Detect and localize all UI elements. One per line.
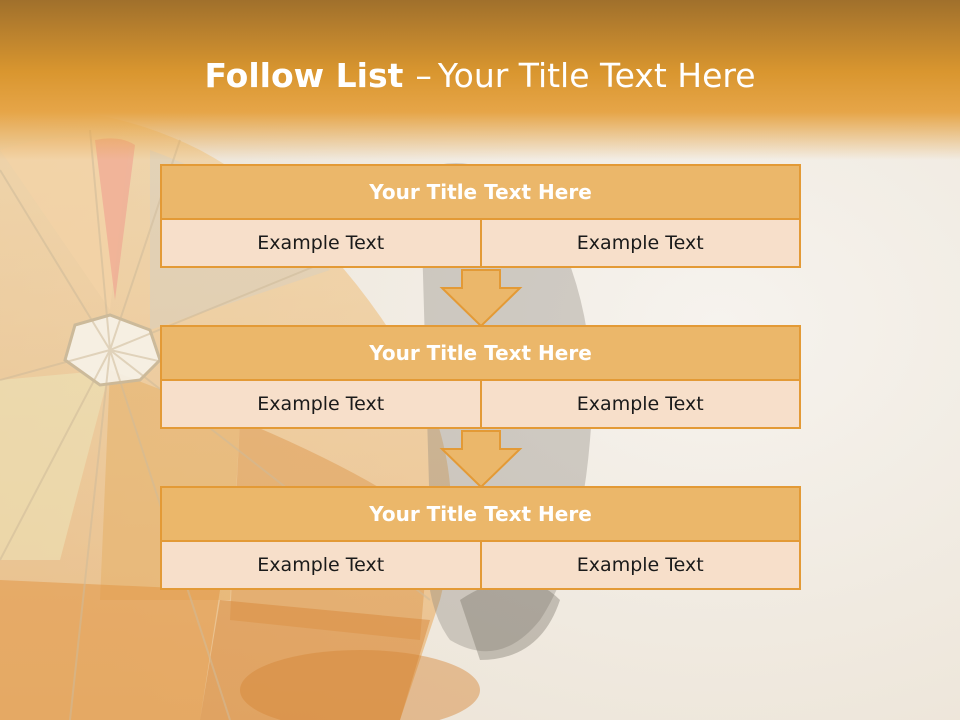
block-cell-right: Example Text bbox=[479, 379, 801, 429]
down-arrow-icon bbox=[439, 269, 523, 328]
block-row: Example Text Example Text bbox=[160, 218, 801, 268]
block-cell-left: Example Text bbox=[160, 218, 482, 268]
title-band bbox=[0, 0, 960, 160]
slide-title: Follow List–Your Title Text Here bbox=[0, 54, 960, 98]
block-title: Your Title Text Here bbox=[160, 325, 801, 381]
slide-title-bold: Follow List bbox=[204, 56, 404, 95]
block-cell-left: Example Text bbox=[160, 540, 482, 590]
down-arrow-icon bbox=[439, 430, 523, 489]
block-cell-right: Example Text bbox=[479, 218, 801, 268]
list-block-2: Your Title Text Here Example Text Exampl… bbox=[160, 325, 801, 429]
list-block-1: Your Title Text Here Example Text Exampl… bbox=[160, 164, 801, 268]
block-title: Your Title Text Here bbox=[160, 164, 801, 220]
block-row: Example Text Example Text bbox=[160, 379, 801, 429]
list-block-3: Your Title Text Here Example Text Exampl… bbox=[160, 486, 801, 590]
slide-title-rest: Your Title Text Here bbox=[437, 56, 756, 95]
block-title: Your Title Text Here bbox=[160, 486, 801, 542]
slide-title-separator: – bbox=[415, 56, 432, 95]
block-cell-right: Example Text bbox=[479, 540, 801, 590]
block-row: Example Text Example Text bbox=[160, 540, 801, 590]
block-cell-left: Example Text bbox=[160, 379, 482, 429]
